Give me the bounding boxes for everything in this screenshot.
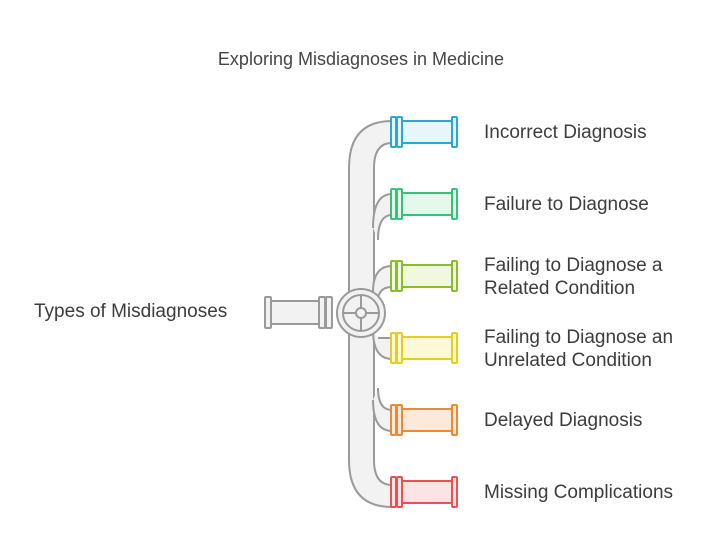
branch-label-line1: Missing Complications <box>484 482 674 503</box>
branch-pipe-cap <box>451 260 458 292</box>
branch-label-related-condition: Failing to Diagnose a Related Condition <box>484 254 714 300</box>
branch-pipe-collar <box>396 476 403 508</box>
branch-label-line1: Failure to Diagnose <box>484 194 649 215</box>
branch-pipe-collar <box>390 188 397 220</box>
branch-label-line2: Unrelated Condition <box>484 350 652 371</box>
branch-pipe-cap <box>451 332 458 364</box>
branch-pipe-collar <box>390 404 397 436</box>
branch-pipe-failure-to-diagnose <box>390 188 458 220</box>
diagram-title: Exploring Misdiagnoses in Medicine <box>217 49 505 69</box>
valve-icon <box>336 288 386 338</box>
connector-branch-4 <box>372 329 393 361</box>
root-pipe-collar-2 <box>325 296 333 329</box>
branch-label-failure-to-diagnose: Failure to Diagnose <box>484 193 714 216</box>
branch-pipe-unrelated-condition <box>390 332 458 364</box>
connector-branch-2 <box>372 192 393 241</box>
branch-pipe-collar <box>390 116 397 148</box>
branch-pipe-collar <box>390 332 397 364</box>
branch-pipe-body <box>397 408 455 432</box>
branch-pipe-body <box>397 480 455 504</box>
branch-pipe-incorrect-diagnosis <box>390 116 458 148</box>
branch-pipe-body <box>397 264 455 288</box>
branch-pipe-collar <box>396 260 403 292</box>
branch-pipe-delayed-diagnosis <box>390 404 458 436</box>
branch-pipe-collar <box>396 332 403 364</box>
branch-label-line2: Related Condition <box>484 278 636 299</box>
root-pipe-collar-1 <box>318 296 326 329</box>
branch-pipe-related-condition <box>390 260 458 292</box>
branch-label-line1: Delayed Diagnosis <box>484 410 643 431</box>
branch-label-incorrect-diagnosis: Incorrect Diagnosis <box>484 121 714 144</box>
branch-pipe-cap <box>451 188 458 220</box>
branch-label-delayed-diagnosis: Delayed Diagnosis <box>484 409 714 432</box>
branch-pipe-missing-complications <box>390 476 458 508</box>
branch-pipe-body <box>397 192 455 216</box>
branch-pipe-cap <box>451 404 458 436</box>
branch-label-unrelated-condition: Failing to Diagnose an Unrelated Conditi… <box>484 326 714 372</box>
root-pipe-cap <box>264 296 272 329</box>
branch-pipe-collar <box>390 476 397 508</box>
branch-label-missing-complications: Missing Complications <box>484 481 714 504</box>
branch-pipe-body <box>397 336 455 360</box>
branch-pipe-cap <box>451 116 458 148</box>
branch-pipe-cap <box>451 476 458 508</box>
connector-branch-5 <box>372 387 393 433</box>
branch-label-line1: Incorrect Diagnosis <box>484 122 647 143</box>
root-label: Types of Misdiagnoses <box>34 301 228 322</box>
branch-pipe-collar <box>390 260 397 292</box>
branch-label-line1: Failing to Diagnose a <box>484 255 663 276</box>
branch-label-line1: Failing to Diagnose an <box>484 327 674 348</box>
branch-pipe-collar <box>396 188 403 220</box>
branch-pipe-body <box>397 120 455 144</box>
branch-pipe-collar <box>396 116 403 148</box>
branch-pipe-collar <box>396 404 403 436</box>
